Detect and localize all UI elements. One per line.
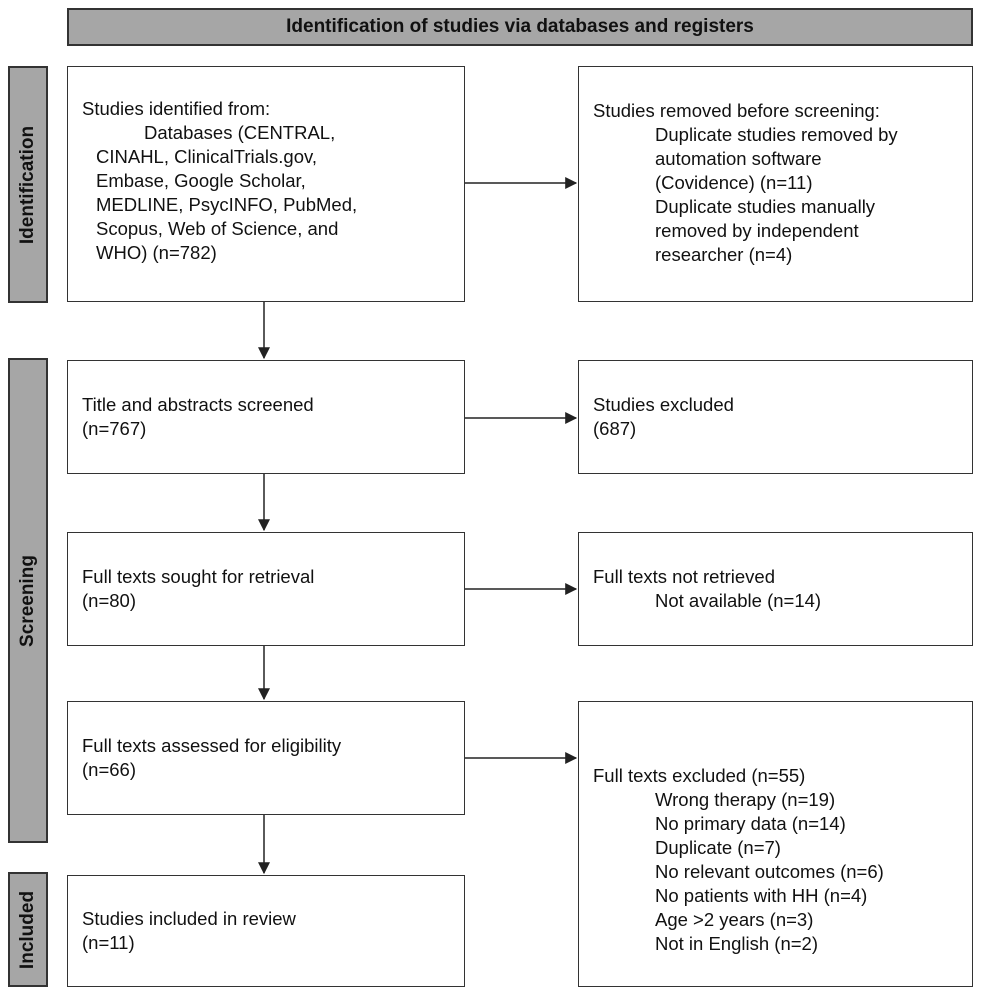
- assessed-title: Full texts assessed for eligibility: [82, 735, 342, 756]
- not-retrieved-line-0: Not available (n=14): [655, 590, 822, 611]
- screened-title: Title and abstracts screened: [82, 394, 314, 415]
- sought-count: (n=80): [82, 590, 136, 611]
- ft-excluded-line-6: Not in English (n=2): [655, 933, 818, 954]
- identified-title: Studies identified from:: [82, 98, 271, 119]
- ft-excluded-line-2: Duplicate (n=7): [655, 837, 781, 858]
- removed-line-5: researcher (n=4): [655, 244, 793, 265]
- box-studies-included: Studies included in review (n=11): [67, 875, 465, 987]
- identified-line-3: MEDLINE, PsycINFO, PubMed,: [96, 194, 358, 215]
- excluded-title: Studies excluded: [593, 394, 734, 415]
- box-full-texts-assessed: Full texts assessed for eligibility (n=6…: [67, 701, 465, 815]
- ft-excluded-line-3: No relevant outcomes (n=6): [655, 861, 884, 882]
- box-title-abstracts-screened: Title and abstracts screened (n=767): [67, 360, 465, 474]
- identified-line-0: Databases (CENTRAL,: [144, 122, 336, 143]
- excluded-count: (687): [593, 418, 637, 439]
- removed-line-1: automation software: [655, 148, 822, 169]
- removed-line-4: removed by independent: [655, 220, 859, 241]
- box-studies-removed: Studies removed before screening: Duplic…: [578, 66, 973, 302]
- header-banner: Identification of studies via databases …: [67, 8, 973, 46]
- box-full-texts-excluded: Full texts excluded (n=55) Wrong therapy…: [578, 701, 973, 987]
- identified-line-5: WHO) (n=782): [96, 242, 217, 263]
- assessed-count: (n=66): [82, 759, 136, 780]
- stage-included: Included: [8, 872, 48, 987]
- ft-excluded-line-0: Wrong therapy (n=19): [655, 789, 836, 810]
- ft-excluded-title: Full texts excluded (n=55): [593, 765, 806, 786]
- removed-title: Studies removed before screening:: [593, 100, 880, 121]
- box-studies-identified: Studies identified from: Databases (CENT…: [67, 66, 465, 302]
- box-studies-excluded: Studies excluded (687): [578, 360, 973, 474]
- box-full-texts-sought: Full texts sought for retrieval (n=80): [67, 532, 465, 646]
- sought-title: Full texts sought for retrieval: [82, 566, 315, 587]
- included-count: (n=11): [82, 932, 135, 953]
- ft-excluded-line-5: Age >2 years (n=3): [655, 909, 814, 930]
- removed-line-3: Duplicate studies manually: [655, 196, 876, 217]
- stage-screening: Screening: [8, 358, 48, 843]
- removed-line-0: Duplicate studies removed by: [655, 124, 898, 145]
- screened-count: (n=767): [82, 418, 147, 439]
- not-retrieved-title: Full texts not retrieved: [593, 566, 775, 587]
- identified-line-4: Scopus, Web of Science, and: [96, 218, 339, 239]
- removed-line-2: (Covidence) (n=11): [655, 172, 813, 193]
- ft-excluded-line-1: No primary data (n=14): [655, 813, 846, 834]
- identified-line-2: Embase, Google Scholar,: [96, 170, 306, 191]
- ft-excluded-line-4: No patients with HH (n=4): [655, 885, 868, 906]
- identified-line-1: CINAHL, ClinicalTrials.gov,: [96, 146, 318, 167]
- box-full-texts-not-retrieved: Full texts not retrieved Not available (…: [578, 532, 973, 646]
- stage-identification: Identification: [8, 66, 48, 303]
- header-title: Identification of studies via databases …: [286, 16, 754, 37]
- included-title: Studies included in review: [82, 908, 296, 929]
